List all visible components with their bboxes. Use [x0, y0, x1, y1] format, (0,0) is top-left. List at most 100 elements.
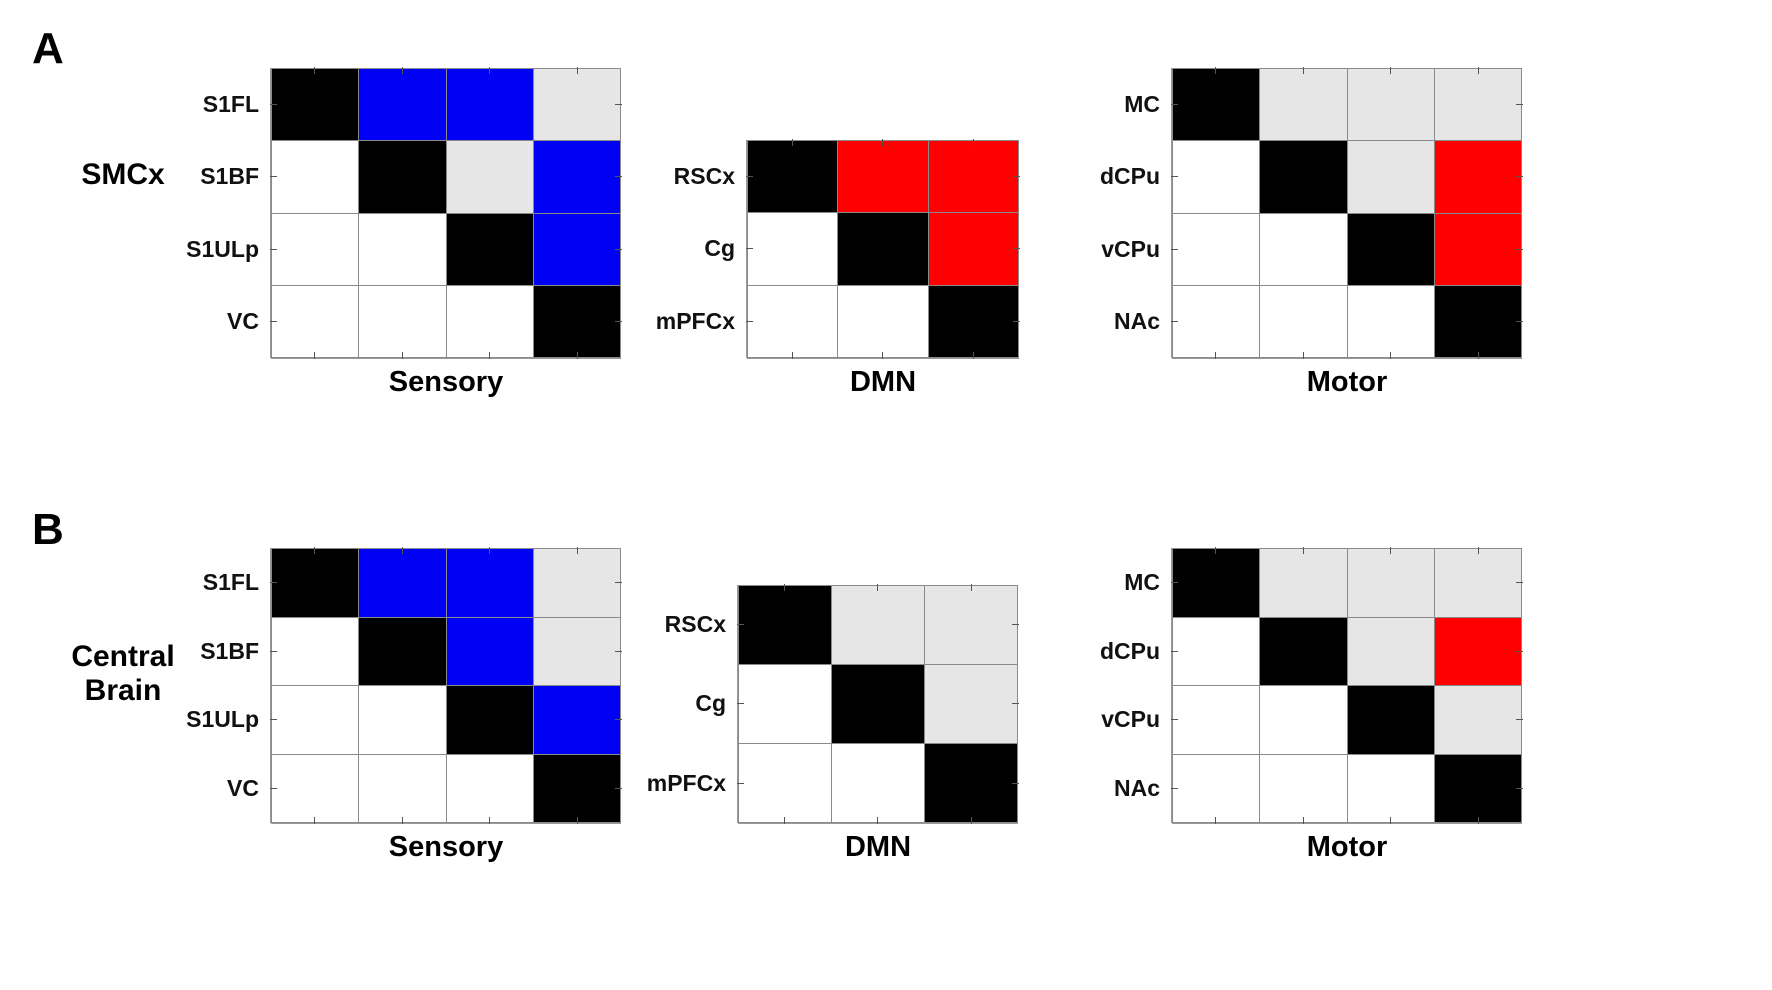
matrix-cell-S1BF-S1FL	[272, 617, 359, 685]
panel-letter-a: A	[32, 24, 64, 73]
row-label-cg: Cg	[704, 235, 735, 262]
matrix-cell-NAc-MC	[1173, 285, 1260, 357]
matrix-cell-vCPu-NAc	[1434, 686, 1521, 754]
row-label-vc: VC	[227, 775, 259, 802]
matrix-cell-NAc-dCPu	[1260, 754, 1347, 822]
row-label-rscx: RSCx	[673, 162, 735, 189]
matrix-cell-VC-VC	[533, 285, 620, 357]
matrix-cell-vCPu-vCPu	[1347, 213, 1434, 285]
row-label-s1fl: S1FL	[202, 568, 259, 595]
matrix-cell-MC-vCPu	[1347, 69, 1434, 141]
matrix-cell-Cg-Cg	[838, 213, 928, 285]
y-axis-line	[1171, 548, 1172, 823]
matrix-cell-S1FL-S1ULp	[446, 549, 533, 617]
matrix-cell-S1ULp-VC	[533, 686, 620, 754]
matrix-cell-NAc-dCPu	[1260, 285, 1347, 357]
row-label-rscx: RSCx	[664, 611, 726, 638]
matrix-cell-vCPu-dCPu	[1260, 213, 1347, 285]
row-label-s1ulp: S1ULp	[186, 235, 259, 262]
panel-row-title: SMCx	[81, 158, 165, 191]
row-label-mpfcx: mPFCx	[655, 308, 735, 335]
matrix-cell-S1ULp-S1FL	[272, 686, 359, 754]
x-axis-line	[747, 358, 1019, 359]
matrix-cell-S1BF-VC	[533, 141, 620, 213]
row-label-mpfcx: mPFCx	[646, 769, 726, 796]
matrix-cell-NAc-vCPu	[1347, 285, 1434, 357]
panel-letter-b: B	[32, 505, 64, 554]
matrix-cell-vCPu-dCPu	[1260, 686, 1347, 754]
matrix-cell-S1ULp-S1BF	[359, 213, 446, 285]
matrix-cell-Cg-mPFCx	[925, 665, 1017, 743]
y-axis-line	[270, 548, 271, 823]
matrix-cell-vCPu-MC	[1173, 686, 1260, 754]
matrix-cell-MC-MC	[1173, 549, 1260, 617]
matrix-cell-vCPu-MC	[1173, 213, 1260, 285]
matrix-cell-RSCx-Cg	[832, 586, 924, 664]
row-title-line-1: Central	[71, 640, 175, 673]
matrix-cell-VC-S1ULp	[446, 754, 533, 822]
row-label-mc: MC	[1124, 568, 1160, 595]
matrix-cell-S1FL-S1BF	[359, 69, 446, 141]
matrix-cell-mPFCx-RSCx	[748, 285, 838, 357]
row-label-dcpu: dCPu	[1099, 637, 1160, 664]
matrix-cell-MC-dCPu	[1260, 549, 1347, 617]
matrix-cell-S1ULp-S1BF	[359, 686, 446, 754]
matrix-cell-dCPu-dCPu	[1260, 617, 1347, 685]
matrix-caption-motor: Motor	[1306, 366, 1388, 398]
matrix-cell-Cg-mPFCx	[928, 213, 1018, 285]
y-axis-line	[1171, 68, 1172, 358]
matrix-grid	[738, 585, 1018, 823]
matrix-cell-NAc-MC	[1173, 754, 1260, 822]
matrix-cell-RSCx-RSCx	[748, 141, 838, 213]
matrix-cell-VC-S1ULp	[446, 285, 533, 357]
matrix-grid	[1172, 68, 1522, 358]
matrix-cell-VC-VC	[533, 754, 620, 822]
row-label-nac: NAc	[1113, 308, 1160, 335]
matrix-cell-S1BF-VC	[533, 617, 620, 685]
row-label-dcpu: dCPu	[1099, 163, 1160, 190]
matrix-cell-dCPu-NAc	[1434, 141, 1521, 213]
matrix-cell-VC-S1FL	[272, 754, 359, 822]
matrix-cell-NAc-NAc	[1434, 285, 1521, 357]
row-label-s1fl: S1FL	[202, 90, 259, 117]
x-axis-line	[271, 358, 621, 359]
matrix-caption-dmn: DMN	[849, 366, 917, 398]
matrix-cell-S1FL-VC	[533, 549, 620, 617]
matrix-cell-dCPu-MC	[1173, 617, 1260, 685]
row-label-s1bf: S1BF	[200, 163, 259, 190]
row-label-s1ulp: S1ULp	[186, 706, 259, 733]
matrix-cell-S1BF-S1BF	[359, 141, 446, 213]
x-axis-line	[1172, 358, 1522, 359]
matrix-cell-VC-S1BF	[359, 754, 446, 822]
matrix-caption-motor: Motor	[1306, 831, 1388, 863]
matrix-cell-RSCx-RSCx	[739, 586, 831, 664]
row-label-vcpu: vCPu	[1101, 235, 1160, 262]
x-axis-line	[271, 823, 621, 824]
matrix-cell-Cg-Cg	[832, 665, 924, 743]
matrix-cell-dCPu-MC	[1173, 141, 1260, 213]
matrix-cell-S1ULp-S1ULp	[446, 213, 533, 285]
matrix-cell-NAc-NAc	[1434, 754, 1521, 822]
matrix-cell-RSCx-Cg	[838, 141, 928, 213]
matrix-cell-dCPu-vCPu	[1347, 141, 1434, 213]
row-title-line-2: Brain	[84, 673, 162, 707]
matrix-cell-Cg-RSCx	[748, 213, 838, 285]
matrix-cell-MC-MC	[1173, 69, 1260, 141]
matrix-cell-S1FL-VC	[533, 69, 620, 141]
y-axis-line	[737, 585, 738, 823]
matrix-cell-dCPu-vCPu	[1347, 617, 1434, 685]
matrix-cell-dCPu-dCPu	[1260, 141, 1347, 213]
row-label-vc: VC	[227, 308, 259, 335]
matrix-cell-Cg-RSCx	[739, 665, 831, 743]
matrix-cell-MC-dCPu	[1260, 69, 1347, 141]
y-axis-line	[270, 68, 271, 358]
row-label-vcpu: vCPu	[1101, 706, 1160, 733]
